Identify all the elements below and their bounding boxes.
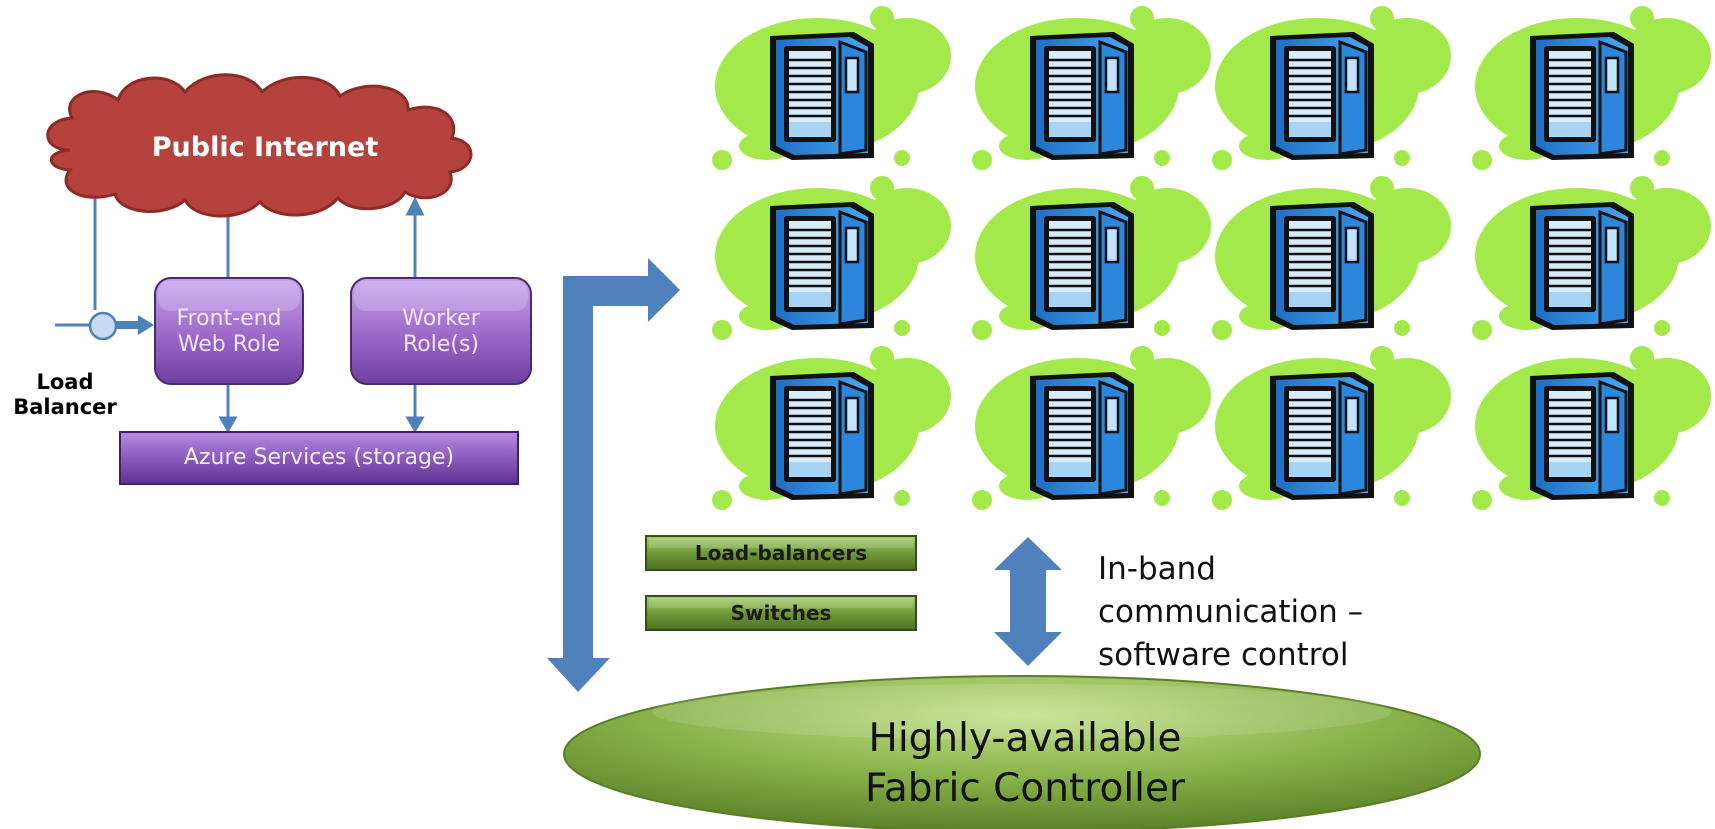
server-tower-icon [1268,200,1376,332]
in-band-arrow [994,537,1062,666]
server-cell [1472,6,1711,170]
public-internet-label: Public Internet [151,131,379,163]
server-tower-icon [768,30,876,162]
server-cell [712,346,951,510]
server-cell [1472,346,1711,510]
fabric-controller-line-2: Fabric Controller [864,766,1186,811]
in-band-line-2: communication – [1098,593,1364,630]
frontend-role-line-2: Web Role [177,332,281,357]
load-balancer-label: Load Balancer [10,360,120,430]
server-cell [1472,176,1711,340]
server-tower-icon [1528,30,1636,162]
worker-role-box [350,277,532,385]
fabric-controller-ellipse [563,675,1481,829]
server-tower-icon [1028,200,1136,332]
azure-services-label: Azure Services (storage) [183,444,455,470]
server-tower-icon [1028,370,1136,502]
server-tower-icon [768,200,876,332]
worker-role-line-1: Worker [402,305,480,331]
frontend-role-box [154,277,304,385]
switches-box [645,595,917,631]
fabric-controller-line-1: Highly-available [868,716,1182,762]
worker-down-arrowhead [405,416,425,433]
load-balancers-box [645,535,917,571]
frontend-down-arrowhead [218,416,238,433]
server-cell [712,6,951,170]
worker-role-label: Worker Role(s) [351,292,531,372]
frontend-role-label: Front-end Web Role [155,292,303,372]
server-tower-icon [1528,200,1636,332]
server-cell [972,6,1211,170]
server-grid [712,6,1711,510]
server-tower-icon [1268,30,1376,162]
server-cell [1212,176,1451,340]
in-band-line-1: In-band [1098,551,1216,587]
load-balancer-line-1: Load [36,369,94,394]
load-balancers-label: Load-balancers [694,541,868,565]
server-cell [712,176,951,340]
worker-up-arrowhead [405,196,425,216]
server-cell [972,176,1211,340]
switches-label: Switches [730,601,832,625]
deploy-arrow [547,258,680,692]
role-connectors [55,185,425,433]
in-band-label: In-band communication – software control [1098,548,1418,698]
fabric-controller-label: Highly-available Fabric Controller [700,704,1350,824]
server-cell [1212,6,1451,170]
frontend-role-line-1: Front-end [176,305,282,331]
load-balancer-line-2: Balancer [13,395,117,419]
server-tower-icon [1528,370,1636,502]
azure-services-box [119,431,519,485]
server-cell [972,346,1211,510]
server-cell [1212,346,1451,510]
public-internet-cloud [46,73,473,218]
load-balancer-node [88,311,118,341]
server-tower-icon [1028,30,1136,162]
server-tower-icon [1268,370,1376,502]
lb-to-frontend-arrow [112,315,154,335]
server-tower-icon [768,370,876,502]
worker-role-line-2: Role(s) [402,332,480,357]
in-band-line-3: software control [1098,636,1349,673]
